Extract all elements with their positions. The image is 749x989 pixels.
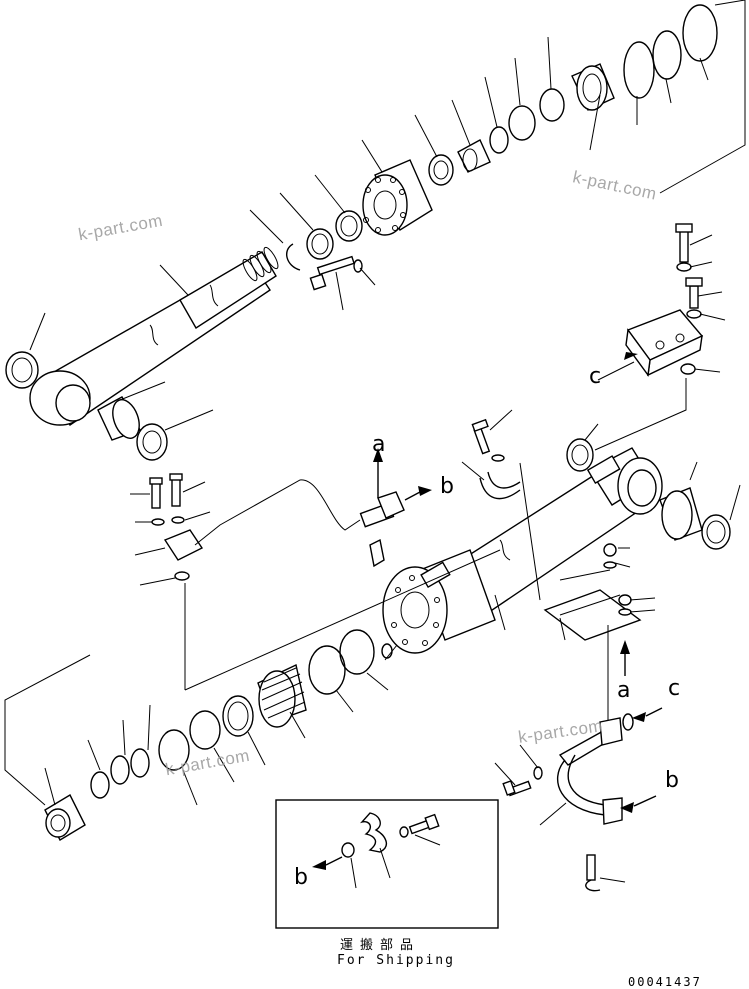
tube-bushing [566, 438, 731, 550]
arrows-c-b-lower [620, 352, 663, 813]
hose-fitting [359, 448, 432, 568]
safety-valve [597, 223, 704, 381]
piston-seals [44, 629, 393, 841]
hydraulic-pipe [502, 713, 634, 892]
arrow-a-lower [620, 640, 630, 676]
shipping-box [275, 799, 499, 929]
callout-b-shipping: b [294, 865, 308, 890]
piston-rod [39, 246, 279, 426]
callout-b-lower: b [665, 768, 679, 793]
left-flange [149, 473, 204, 581]
leader-lines-right [461, 409, 656, 720]
tube-clamp [471, 418, 642, 641]
leader-lines-valve [689, 234, 726, 321]
cylinder-head [362, 159, 433, 236]
callout-a-lower: a [617, 678, 631, 703]
rod-eye [29, 370, 91, 426]
leader-lines-pipe [494, 744, 626, 883]
leader-lines-upper [29, 0, 746, 431]
callout-c-lower: c [668, 676, 681, 701]
leader-lines-left [130, 479, 361, 586]
rod-end-bushing [5, 351, 39, 389]
callout-c-upper: c [589, 364, 602, 389]
callout-a-upper: a [372, 432, 386, 457]
rod-eye-bushing [97, 396, 168, 461]
shipping-label-en: For Shipping [337, 953, 455, 968]
figure-number: 00041437 [628, 975, 702, 989]
rod-seal-rings [285, 210, 363, 271]
shipping-label-jp: 運搬部品 [340, 938, 421, 953]
piston [382, 549, 496, 654]
head-bolt [309, 255, 363, 291]
leader-lines-middle [4, 367, 741, 806]
head-seal-set [428, 4, 718, 186]
callout-b-upper: b [440, 474, 454, 499]
